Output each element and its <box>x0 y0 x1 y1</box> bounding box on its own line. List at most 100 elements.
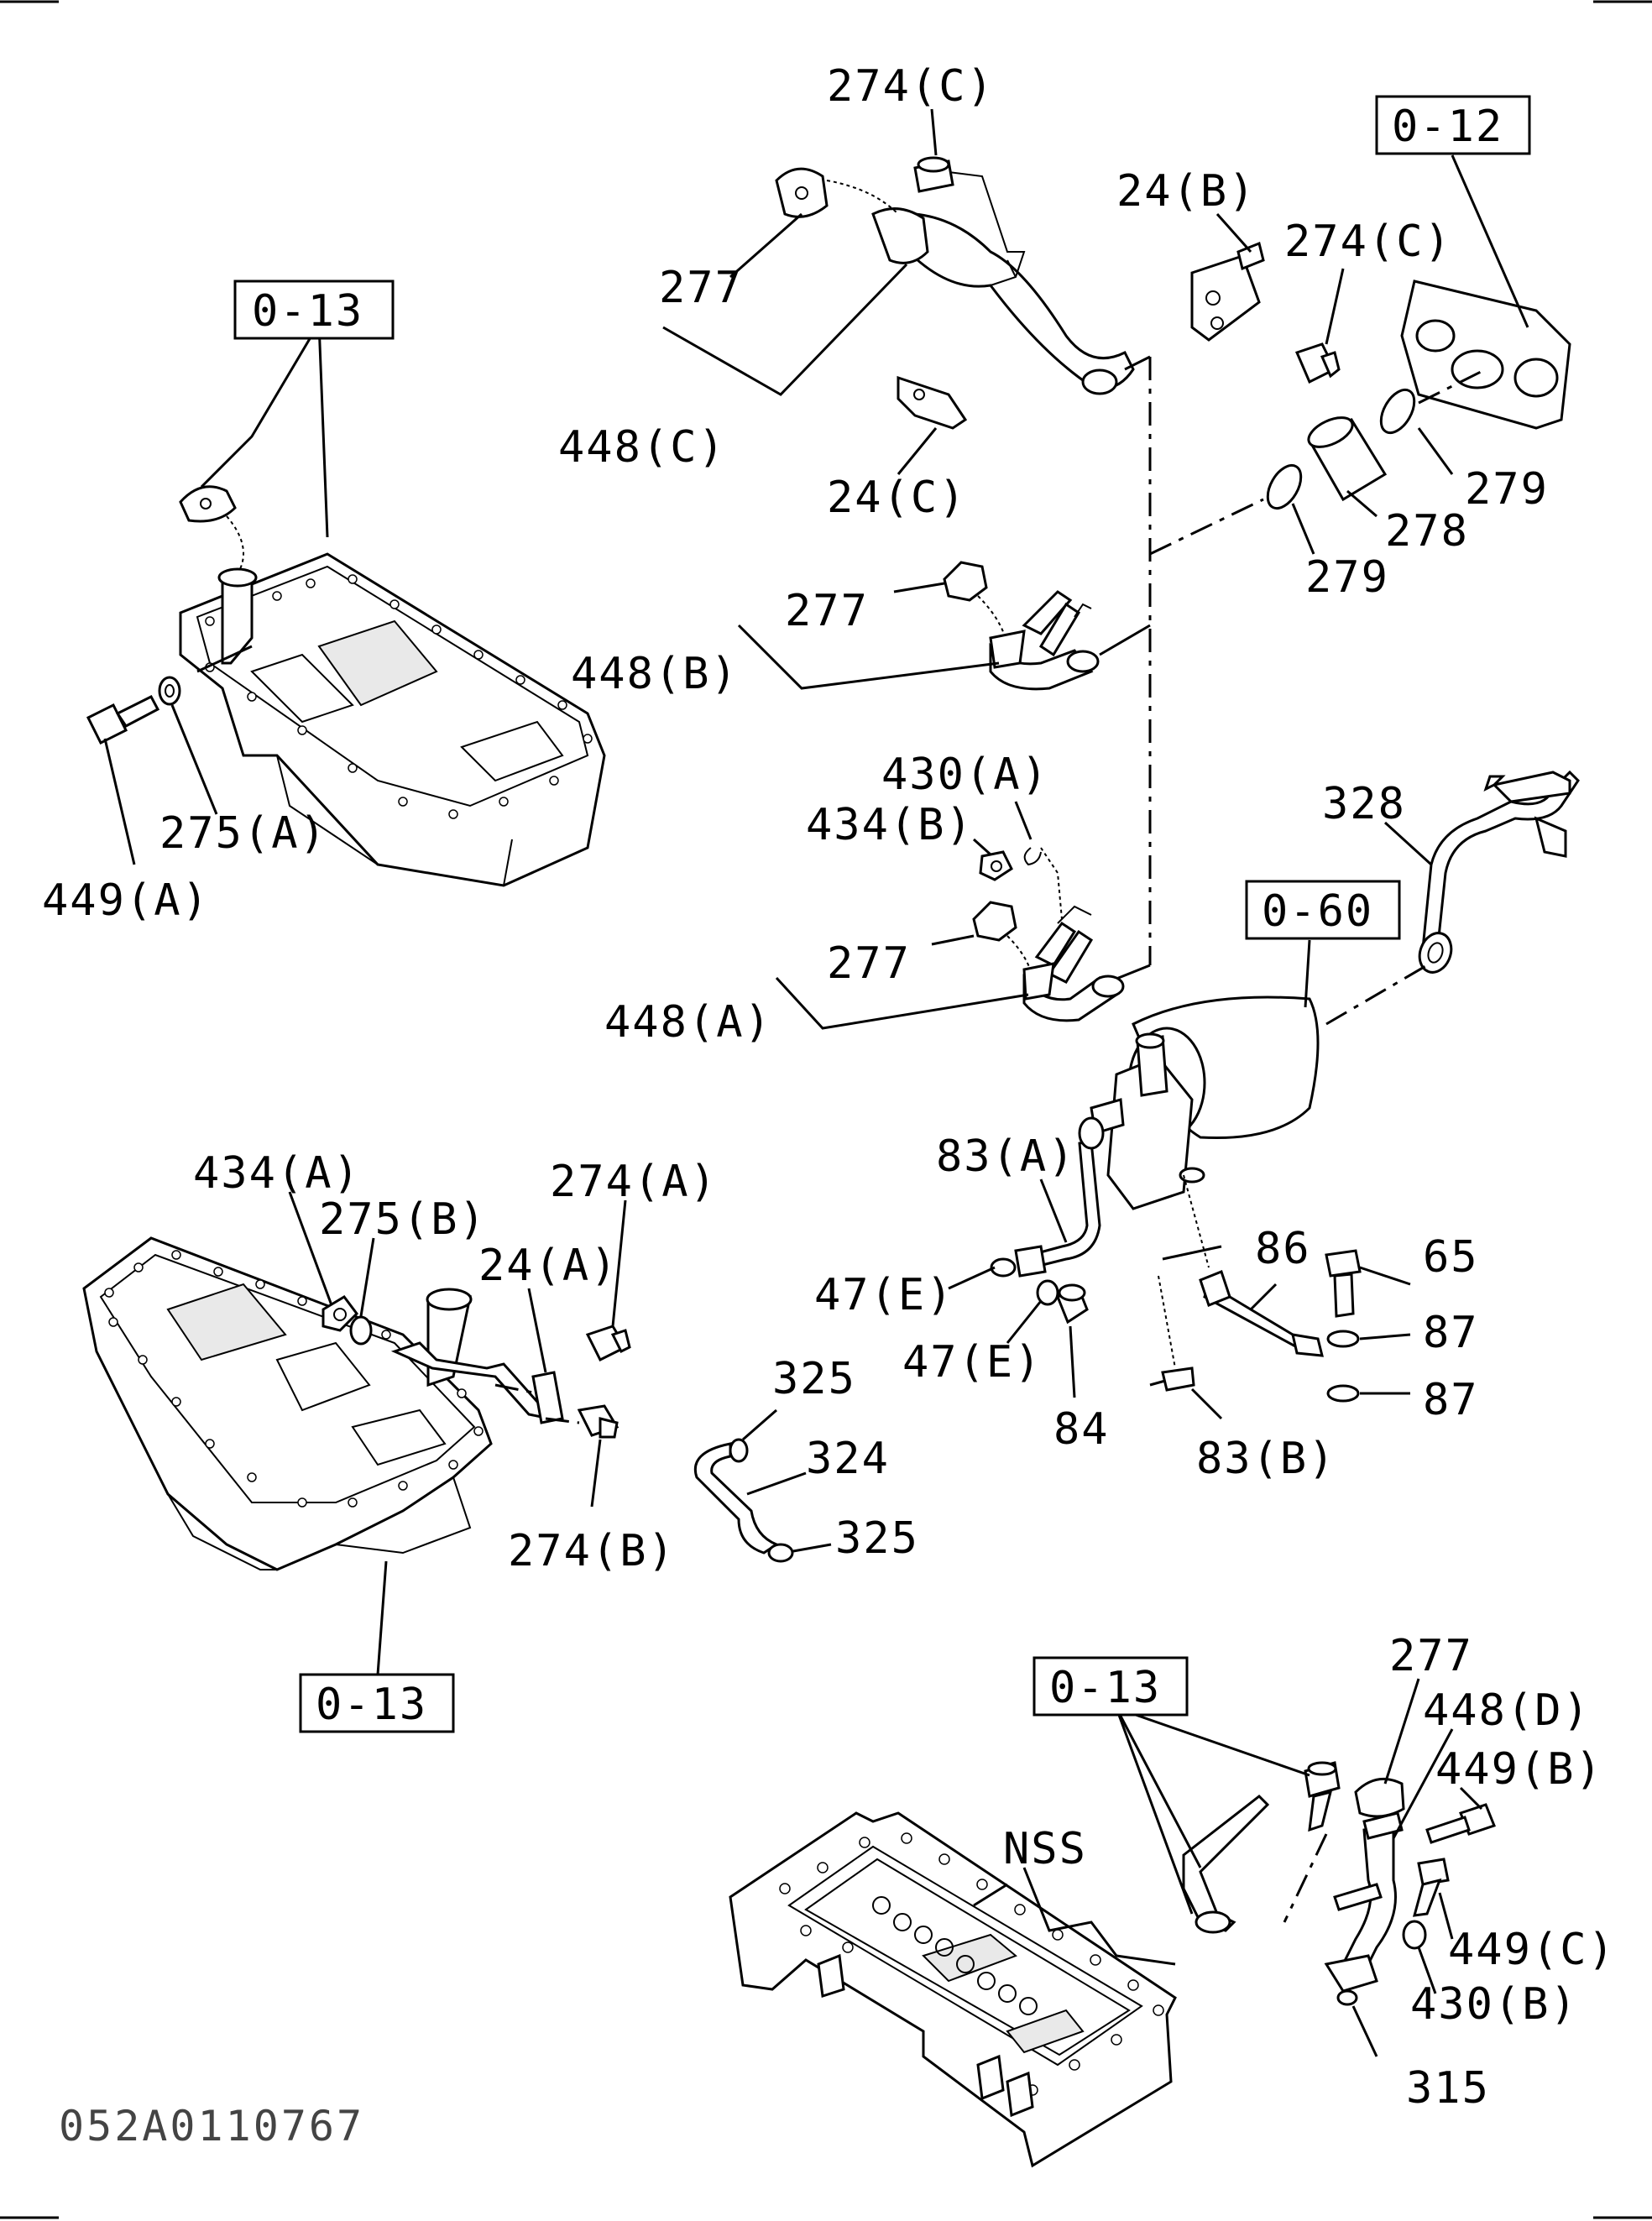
leaders-324 <box>742 1408 832 1553</box>
leaders-448d <box>1115 1678 1483 2057</box>
centerline-hose <box>1149 498 1264 556</box>
callout-448b: 448(B) <box>571 649 739 699</box>
callout-277-top: 277 <box>659 263 743 313</box>
ref-box-0-13-bottom <box>1032 1656 1189 1717</box>
pipe-86 <box>1183 1174 1324 1357</box>
callout-87-1: 87 <box>1423 1308 1479 1358</box>
centerline-outlet <box>1418 368 1487 405</box>
callout-325-2: 325 <box>835 1513 919 1564</box>
leader-nss <box>973 1867 1176 1966</box>
oil-pan-top-left <box>179 485 606 887</box>
callout-274b: 274(B) <box>508 1526 676 1576</box>
ref-box-0-13-top-left <box>233 280 395 340</box>
oil-pan-nss <box>729 1811 1177 2168</box>
clamp-279-right <box>1379 388 1416 435</box>
callout-24b: 24(B) <box>1116 166 1257 217</box>
drawing-code: 052A0110767 <box>59 2102 364 2150</box>
washer-87-2 <box>1326 1384 1360 1403</box>
bracket-24a <box>390 1341 564 1424</box>
callout-279-right: 279 <box>1465 464 1549 515</box>
callout-277-lower: 277 <box>827 938 911 989</box>
callout-434a: 434(A) <box>193 1148 361 1199</box>
callout-24a: 24(A) <box>478 1241 619 1291</box>
ref-0-13-bottom: 0-13 <box>1049 1663 1161 1713</box>
leader-0-12 <box>1451 154 1529 328</box>
bolt-449b <box>1425 1803 1496 1844</box>
oring-315 <box>1336 1989 1358 2006</box>
callout-275a: 275(A) <box>159 808 327 859</box>
leaders-top-left <box>103 322 329 865</box>
callout-24c: 24(C) <box>827 473 967 523</box>
callout-65: 65 <box>1423 1232 1479 1283</box>
callout-87-2: 87 <box>1423 1375 1479 1425</box>
callout-277-br: 277 <box>1389 1631 1473 1681</box>
callout-324: 324 <box>806 1434 890 1484</box>
component-0-12 <box>1400 280 1571 430</box>
bracket-24b <box>1190 241 1265 342</box>
callout-449b: 449(B) <box>1435 1744 1603 1795</box>
callout-86: 86 <box>1255 1224 1311 1274</box>
plug-274c-right <box>1294 342 1341 384</box>
gasket-holes-middle <box>104 1250 484 1508</box>
oil-pan-middle-left <box>82 1236 493 1571</box>
callout-430b: 430(B) <box>1410 1979 1578 2030</box>
leader-279-right <box>1417 427 1454 475</box>
leader-274c-right <box>1325 268 1345 345</box>
ref-box-0-13-middle <box>299 1673 455 1733</box>
leaders-448b <box>737 582 1000 690</box>
callout-274a: 274(A) <box>550 1157 718 1207</box>
leader-328 <box>1383 821 1433 866</box>
pipe-328 <box>1418 770 1580 974</box>
component-0-60 <box>1090 996 1320 1210</box>
ref-0-12: 0-12 <box>1392 102 1503 152</box>
ref-box-0-12 <box>1375 95 1531 155</box>
clamp-279-mid <box>1266 463 1303 510</box>
bolt-65 <box>1325 1249 1362 1318</box>
dipstick-tube-448d <box>1324 1777 1405 1993</box>
cap-84 <box>1056 1283 1089 1325</box>
nss-bolt-holes <box>779 1832 1164 2096</box>
callout-nss: NSS <box>1003 1824 1087 1874</box>
nss-bulbs <box>872 1896 1038 2015</box>
callout-449c: 449(C) <box>1448 1925 1616 1975</box>
leaders-middle-left <box>288 1191 627 1675</box>
clamp-325-1 <box>729 1438 749 1463</box>
leader-279-mid <box>1291 503 1315 555</box>
centerline-24a <box>494 1383 538 1395</box>
leaders-83a <box>948 1178 1076 1398</box>
callout-448c: 448(C) <box>558 422 726 473</box>
callout-275b: 275(B) <box>319 1194 487 1245</box>
callout-47e-1: 47(E) <box>814 1270 954 1320</box>
washer-47e-2 <box>1036 1279 1059 1306</box>
clip-430a <box>1023 847 1042 866</box>
clamp-325-2 <box>767 1543 794 1563</box>
callout-47e-2: 47(E) <box>902 1337 1043 1387</box>
callout-325-1: 325 <box>772 1354 856 1404</box>
callout-434b: 434(B) <box>806 800 974 850</box>
callout-278: 278 <box>1385 506 1469 557</box>
callout-274c-right: 274(C) <box>1284 217 1452 267</box>
dipstick-tube-448b <box>943 561 1100 691</box>
callout-448a: 448(A) <box>604 997 772 1048</box>
leaders-448c <box>662 108 938 396</box>
ref-0-13-top-left: 0-13 <box>252 286 363 337</box>
pipe-83a <box>1014 1116 1105 1278</box>
callout-274c-top: 274(C) <box>827 61 995 112</box>
leaders-86 <box>1162 1245 1411 1420</box>
leader-0-60 <box>1304 939 1311 1008</box>
plug-274b <box>577 1404 620 1439</box>
ref-box-0-60 <box>1245 880 1401 940</box>
callout-328: 328 <box>1322 779 1406 829</box>
dipstick-tube-448a <box>972 901 1125 1022</box>
bolt-449c <box>1412 1858 1450 1917</box>
ref-0-13-middle: 0-13 <box>316 1680 427 1730</box>
bracket-24c <box>897 375 968 430</box>
ref-0-60: 0-60 <box>1262 886 1373 937</box>
callout-315: 315 <box>1406 2063 1490 2114</box>
bolt-449a <box>86 695 160 745</box>
nut-434b <box>979 850 1013 881</box>
centerline-274b <box>545 1417 580 1424</box>
dipstick-guide-bracket <box>1182 1761 1341 1934</box>
